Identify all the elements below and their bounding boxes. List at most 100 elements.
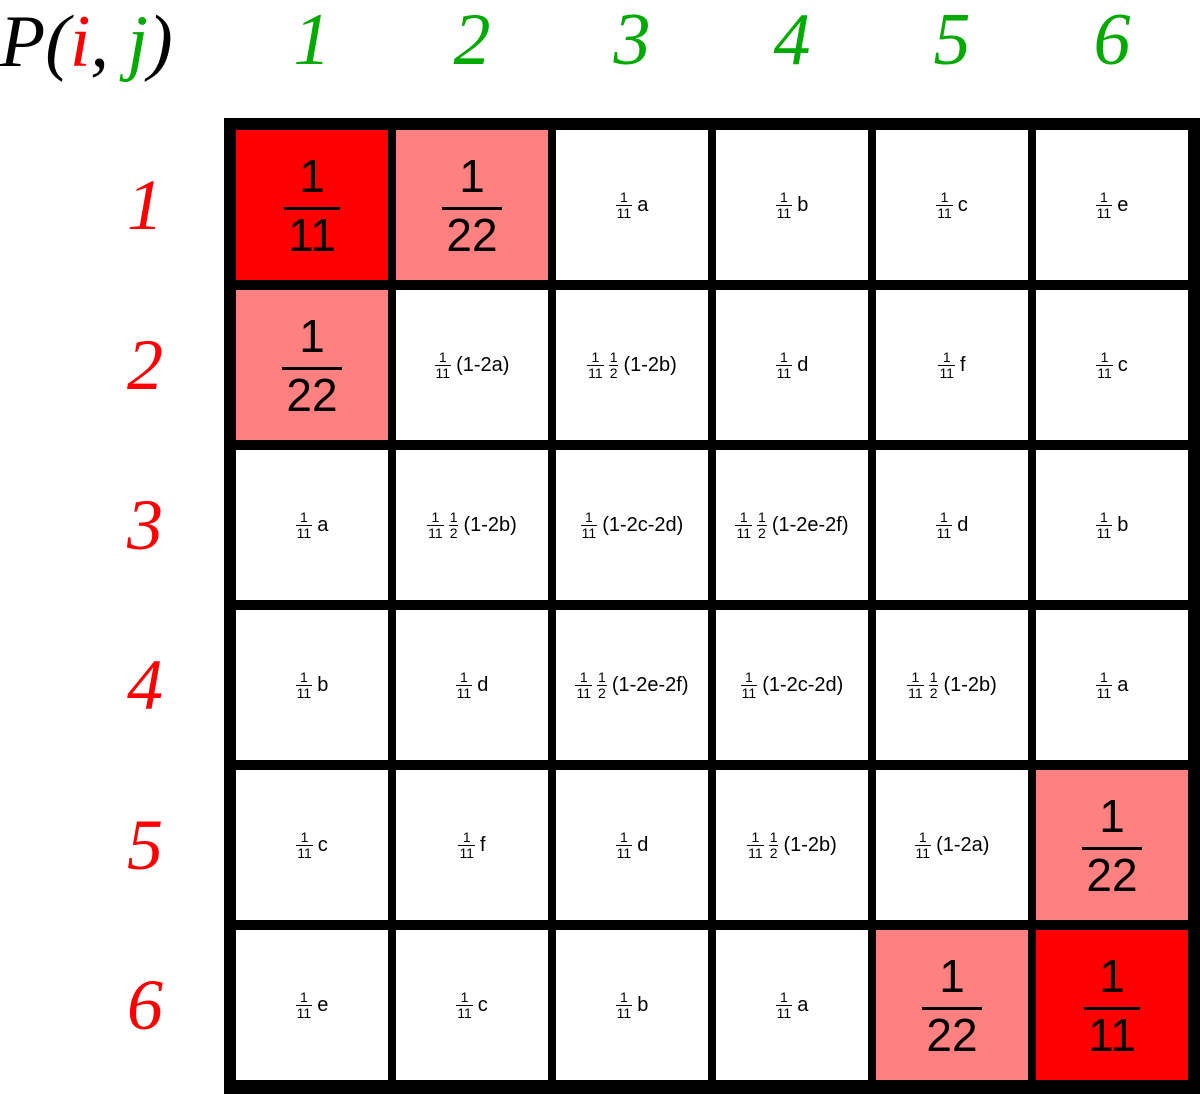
expression-term: c [317, 833, 328, 856]
label-suffix: ) [147, 1, 173, 83]
row-header-2: 2 [127, 325, 163, 405]
fraction-numerator: 1 [780, 348, 788, 365]
expression-term: (1-2b) [463, 513, 517, 536]
label-col-index: j [127, 1, 148, 83]
column-header-6: 6 [1093, 0, 1131, 81]
label-comma: , [90, 1, 109, 83]
expression-term: (1-2c-2d) [602, 513, 684, 536]
fraction-numerator: 1 [1100, 508, 1108, 525]
fraction-denominator: 11 [936, 204, 953, 221]
fraction-numerator: 1 [449, 508, 458, 525]
expression-term: e [1117, 193, 1129, 216]
fraction-numerator: 1 [300, 828, 309, 845]
fraction-numerator: 1 [1100, 188, 1108, 205]
fraction-denominator: 11 [295, 1004, 313, 1021]
column-header-4: 4 [773, 0, 811, 81]
expression-term: a [1117, 673, 1129, 696]
fraction-numerator: 1 [585, 508, 593, 525]
expression-term: d [797, 353, 809, 376]
fraction-numerator: 1 [300, 508, 308, 525]
fraction-numerator: 1 [939, 949, 965, 1002]
fraction-denominator: 11 [427, 524, 444, 541]
fraction-denominator: 11 [615, 1004, 633, 1021]
fraction-numerator: 1 [620, 988, 628, 1005]
fraction-denominator: 11 [1095, 684, 1113, 701]
fraction-denominator: 11 [740, 684, 758, 701]
fraction-numerator: 1 [459, 149, 485, 202]
fraction-denominator: 11 [295, 524, 313, 541]
expression-term: b [1117, 513, 1129, 536]
fraction-denominator: 22 [922, 1006, 982, 1060]
label-prefix: P( [0, 1, 70, 83]
fraction-denominator: 11 [1095, 204, 1113, 221]
fraction-denominator: 11 [455, 684, 473, 701]
fraction-numerator: 1 [918, 828, 927, 845]
expression-term: c [957, 193, 968, 216]
fraction-denominator: 11 [296, 844, 313, 861]
fraction-denominator: 2 [608, 364, 619, 381]
fraction-numerator: 1 [300, 668, 308, 685]
fraction-numerator: 1 [620, 828, 628, 845]
expression-term: c [477, 993, 488, 1016]
fraction-denominator: 11 [1096, 364, 1113, 381]
fraction-denominator: 22 [1082, 846, 1142, 900]
fraction-numerator: 1 [300, 988, 308, 1005]
fraction-denominator: 2 [597, 684, 607, 701]
fraction-numerator: 1 [1100, 348, 1109, 365]
fraction-numerator: 1 [591, 348, 600, 365]
column-header-2: 2 [453, 0, 491, 81]
fraction-denominator: 11 [935, 524, 953, 541]
expression-term: e [317, 993, 329, 1016]
row-header-1: 1 [127, 165, 163, 245]
fraction-denominator: 11 [938, 364, 955, 381]
expression-term: (1-2e-2f) [771, 513, 849, 536]
fraction-denominator: 11 [434, 364, 452, 381]
fraction-denominator: 11 [458, 844, 475, 861]
